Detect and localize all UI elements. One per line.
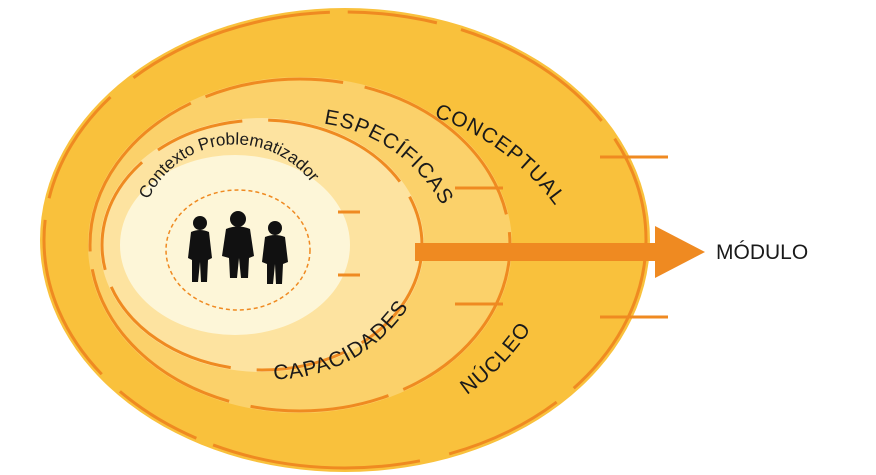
person-silhouette-middle xyxy=(222,211,254,278)
person-silhouette-right xyxy=(262,221,288,284)
module-label: MÓDULO xyxy=(716,241,808,264)
person-silhouette-left xyxy=(188,216,212,282)
people-group-icon xyxy=(188,211,288,284)
center-dashed-circle xyxy=(165,189,311,311)
module-arrow-shaft xyxy=(415,243,665,261)
outer-rim-dashes xyxy=(42,10,648,470)
module-arrow-head xyxy=(655,226,705,278)
